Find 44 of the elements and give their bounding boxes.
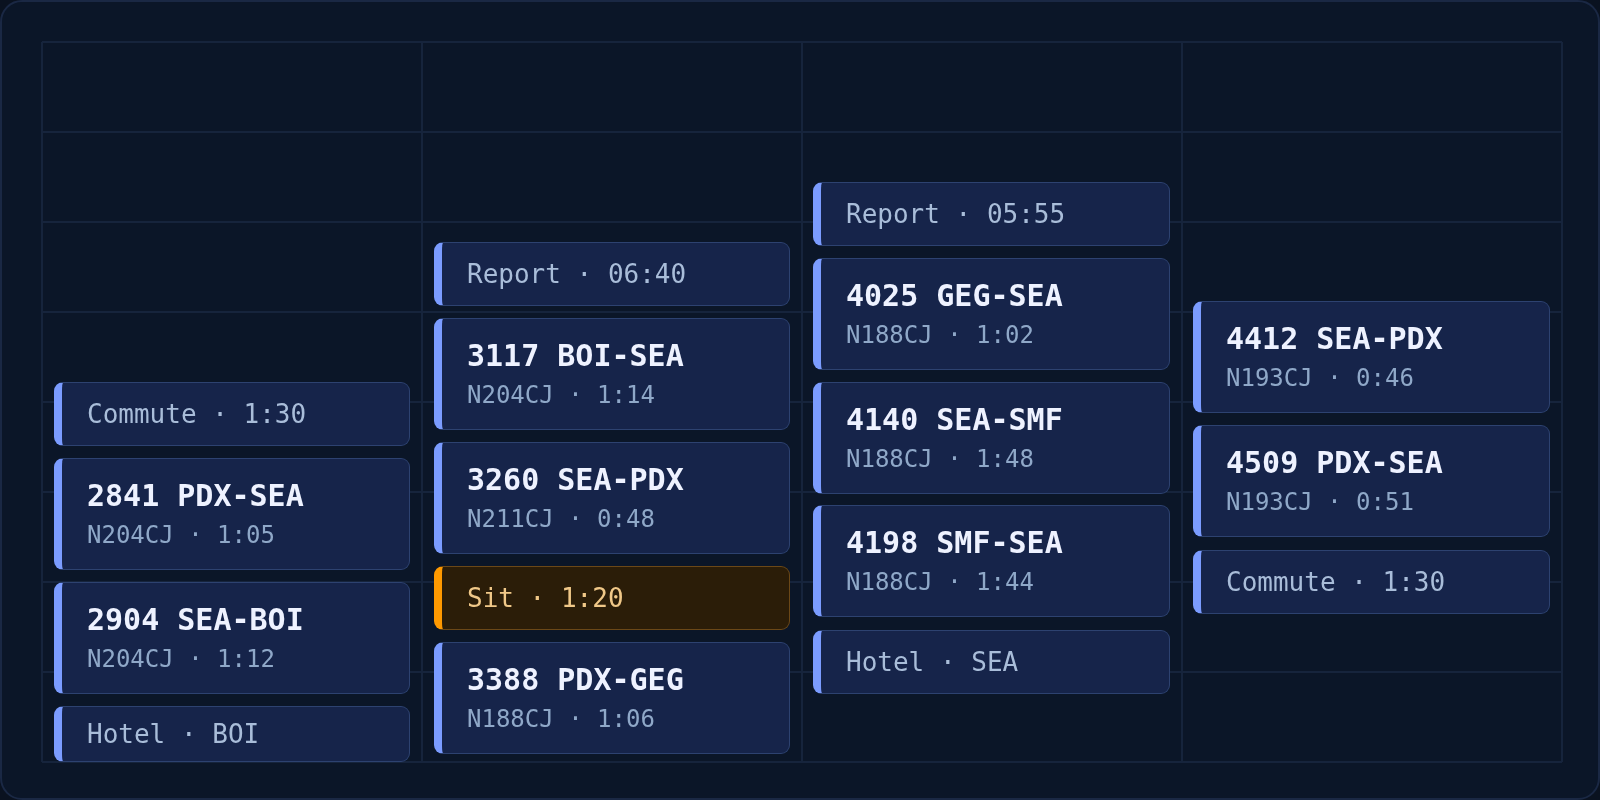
flight-number-route: 3388 PDX-GEG <box>467 662 684 698</box>
commute-card <box>54 382 410 446</box>
report-time: Report · 06:40 <box>467 258 687 290</box>
flight-card <box>54 582 410 694</box>
commute-time: Commute · 1:30 <box>87 398 307 430</box>
commute-time: Commute · 1:30 <box>1226 566 1446 598</box>
flight-card <box>1193 301 1550 413</box>
report-card <box>813 182 1170 246</box>
hotel-location: Hotel · SEA <box>846 646 1019 678</box>
aircraft-block-time: N193CJ · 0:51 <box>1226 487 1414 517</box>
report-time: Report · 05:55 <box>846 198 1066 230</box>
sit-card <box>434 566 790 630</box>
aircraft-block-time: N204CJ · 1:14 <box>467 380 655 410</box>
flight-card <box>813 505 1170 617</box>
aircraft-block-time: N204CJ · 1:05 <box>87 520 275 550</box>
aircraft-block-time: N188CJ · 1:44 <box>846 567 1034 597</box>
flight-number-route: 2904 SEA-BOI <box>87 602 304 638</box>
aircraft-block-time: N188CJ · 1:02 <box>846 320 1034 350</box>
flight-card <box>54 458 410 570</box>
flight-card <box>434 318 790 430</box>
sit-time: Sit · 1:20 <box>467 582 624 614</box>
aircraft-block-time: N204CJ · 1:12 <box>87 644 275 674</box>
aircraft-block-time: N211CJ · 0:48 <box>467 504 655 534</box>
hotel-card <box>813 630 1170 694</box>
aircraft-block-time: N188CJ · 1:48 <box>846 444 1034 474</box>
flight-number-route: 3117 BOI-SEA <box>467 338 684 374</box>
flight-number-route: 4198 SMF-SEA <box>846 525 1063 561</box>
flight-number-route: 4412 SEA-PDX <box>1226 321 1443 357</box>
commute-card <box>1193 550 1550 614</box>
flight-card <box>434 642 790 754</box>
aircraft-block-time: N188CJ · 1:06 <box>467 704 655 734</box>
hotel-card <box>54 706 410 762</box>
flight-number-route: 2841 PDX-SEA <box>87 478 304 514</box>
hotel-location: Hotel · BOI <box>87 718 260 750</box>
flight-card <box>813 382 1170 494</box>
flight-number-route: 4025 GEG-SEA <box>846 278 1063 314</box>
flight-card <box>1193 425 1550 537</box>
flight-number-route: 4509 PDX-SEA <box>1226 445 1443 481</box>
flight-card <box>434 442 790 554</box>
flight-card <box>813 258 1170 370</box>
aircraft-block-time: N193CJ · 0:46 <box>1226 363 1414 393</box>
report-card <box>434 242 790 306</box>
flight-number-route: 4140 SEA-SMF <box>846 402 1063 438</box>
flight-number-route: 3260 SEA-PDX <box>467 462 684 498</box>
